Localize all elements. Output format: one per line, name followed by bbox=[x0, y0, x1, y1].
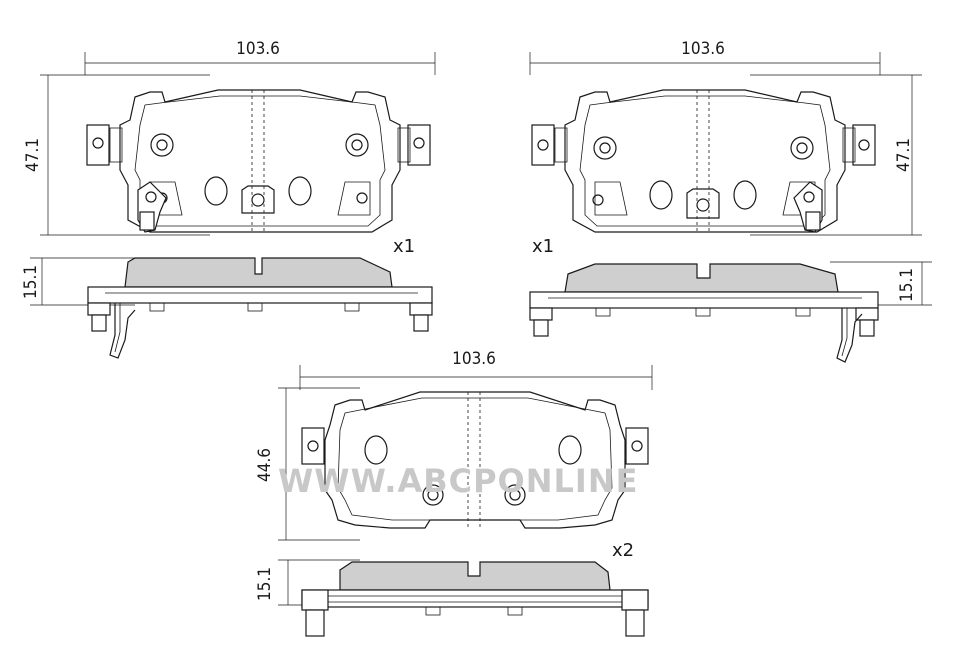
pad-right-thickness-label: 15.1 bbox=[897, 268, 917, 302]
pad-bottom-front-view: 103.6 44.6 bbox=[255, 349, 653, 541]
pad-bottom-height-label: 44.6 bbox=[255, 448, 275, 482]
pad-left-quantity-label: x1 bbox=[393, 236, 415, 257]
watermark-text: WWW.ABCPONLINE bbox=[278, 462, 638, 500]
pad-right-quantity-label: x1 bbox=[532, 236, 554, 257]
pad-left-width-label: 103.6 bbox=[236, 39, 280, 59]
pad-bottom-side-view: 15.1 bbox=[255, 559, 649, 637]
pad-right-height-label: 47.1 bbox=[894, 138, 914, 172]
pad-left-height-label: 47.1 bbox=[23, 138, 43, 172]
pad-bottom-width-label: 103.6 bbox=[452, 349, 496, 369]
pad-right-width-label: 103.6 bbox=[681, 39, 725, 59]
pad-left-front-view: 103.6 47.1 bbox=[23, 39, 436, 236]
pad-bottom-quantity-label: x2 bbox=[612, 540, 634, 561]
pad-right-side-view: 15.1 bbox=[529, 261, 932, 363]
pad-right-front-view: 103.6 47.1 bbox=[529, 39, 922, 236]
pad-left-side-view: 15.1 bbox=[21, 257, 433, 359]
pad-bottom-thickness-label: 15.1 bbox=[255, 567, 275, 601]
pad-left-thickness-label: 15.1 bbox=[21, 265, 41, 299]
